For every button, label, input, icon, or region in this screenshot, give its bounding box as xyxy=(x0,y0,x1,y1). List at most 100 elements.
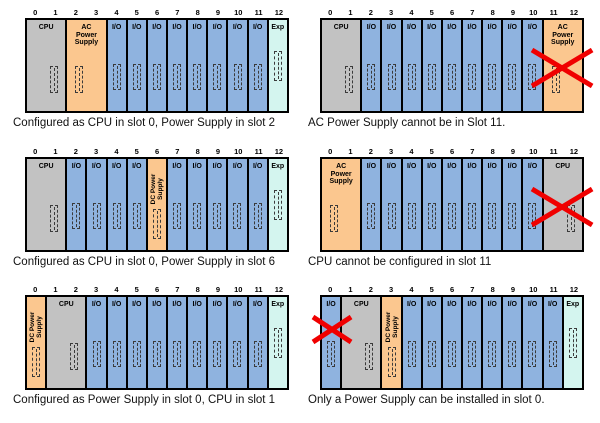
connector-pins xyxy=(369,345,371,368)
module-io: I/O xyxy=(126,296,147,389)
module-io: I/O xyxy=(106,19,127,112)
connector-pins xyxy=(217,205,219,227)
backplane-connector-icon xyxy=(447,341,456,367)
slot-number: 4 xyxy=(409,8,414,17)
backplane-connector-icon xyxy=(112,64,121,90)
backplane-connector-icon xyxy=(132,341,141,367)
module-io: I/O xyxy=(482,19,503,112)
module-io: I/O xyxy=(207,158,228,251)
module-cpu: CPU xyxy=(542,158,583,251)
slot-number: 3 xyxy=(389,147,394,156)
connector-pins xyxy=(512,66,514,88)
connector-pins xyxy=(334,207,335,230)
backplane-connector-icon xyxy=(488,64,497,90)
module-label: I/O xyxy=(252,301,263,308)
module-io: I/O xyxy=(522,19,543,112)
slot-number: 5 xyxy=(134,285,139,294)
connector-pins xyxy=(391,205,393,227)
slot-number: 1 xyxy=(53,8,58,17)
slot-number: 3 xyxy=(94,285,99,294)
backplane-connector-icon xyxy=(70,343,79,370)
connector-pins xyxy=(54,207,55,230)
connector-pins xyxy=(177,205,179,227)
slot-number: 3 xyxy=(94,8,99,17)
slot-number: 12 xyxy=(274,8,284,17)
slot-number: 10 xyxy=(234,285,243,294)
module-io: I/O xyxy=(247,19,268,112)
module-label: I/O xyxy=(467,24,477,31)
module-label: I/O xyxy=(232,301,243,308)
module-io: I/O xyxy=(187,296,208,389)
module-label: I/O xyxy=(172,301,182,308)
connector-pins xyxy=(492,66,494,88)
slot-number: 4 xyxy=(114,285,119,294)
module-label: I/O xyxy=(152,24,162,31)
backplane-connector-icon xyxy=(273,190,282,220)
backplane-connector-icon xyxy=(132,64,141,90)
connector-pins xyxy=(512,205,514,227)
backplane-connector-icon xyxy=(528,203,537,229)
module-io: I/O xyxy=(187,19,208,112)
module-label: I/O xyxy=(152,301,162,308)
slot-number: 1 xyxy=(53,147,58,156)
connector-pins xyxy=(492,343,494,365)
module-cpu: CPU xyxy=(26,158,67,251)
connector-pins xyxy=(257,66,259,88)
module-label: I/O xyxy=(527,24,538,31)
connector-pins xyxy=(570,207,572,230)
module-io: I/O xyxy=(401,158,422,251)
backplane-connector-icon xyxy=(233,64,242,90)
diagram-caption: Only a Power Supply can be installed in … xyxy=(308,394,545,406)
backplane-connector-icon xyxy=(407,64,416,90)
slot-number: 7 xyxy=(470,8,475,17)
slot-number: 1 xyxy=(348,147,353,156)
module-label: I/O xyxy=(252,24,263,31)
slot-number: 6 xyxy=(449,8,455,17)
module-io: I/O xyxy=(86,158,107,251)
connector-pins xyxy=(237,66,239,88)
connector-pins xyxy=(431,205,433,227)
module-io: I/O xyxy=(401,19,422,112)
slot-number: 10 xyxy=(234,8,243,17)
slot-number: 8 xyxy=(490,8,495,17)
slot-number: 6 xyxy=(154,8,160,17)
module-io: I/O xyxy=(441,158,462,251)
module-label: I/O xyxy=(192,301,202,308)
slot-number: 8 xyxy=(490,285,495,294)
backplane-connector-icon xyxy=(75,66,84,93)
slot-number: 8 xyxy=(195,285,200,294)
connector-pins xyxy=(277,192,279,218)
module-io: I/O xyxy=(482,158,503,251)
connector-pins xyxy=(177,66,179,88)
module-io: I/O xyxy=(522,158,543,251)
backplane-connector-icon xyxy=(508,203,517,229)
module-io: I/O xyxy=(247,296,268,389)
diagram-caption: AC Power Supply cannot be in Slot 11. xyxy=(308,117,506,129)
backplane-connector-icon xyxy=(365,343,374,370)
connector-pins xyxy=(492,205,494,227)
backplane-connector-icon xyxy=(407,203,416,229)
module-io: I/O xyxy=(381,19,402,112)
connector-pins xyxy=(197,66,199,88)
backplane-connector-icon xyxy=(330,205,338,232)
backplane-connector-icon xyxy=(173,341,182,367)
module-label: I/O xyxy=(547,301,558,308)
slot-number: 1 xyxy=(53,285,58,294)
backplane-connector-icon xyxy=(92,341,101,367)
backplane-connector-icon xyxy=(427,203,436,229)
module-label: CPU xyxy=(58,301,74,308)
module-label: I/O xyxy=(232,163,243,170)
module-label: I/O xyxy=(406,24,417,31)
module-io: I/O xyxy=(462,19,483,112)
slot-number: 2 xyxy=(73,147,78,156)
backplane-connector-icon xyxy=(327,341,336,367)
connector-pins xyxy=(217,66,219,88)
module-label: I/O xyxy=(467,301,477,308)
module-io: I/O xyxy=(462,158,483,251)
module-label: I/O xyxy=(447,301,457,308)
